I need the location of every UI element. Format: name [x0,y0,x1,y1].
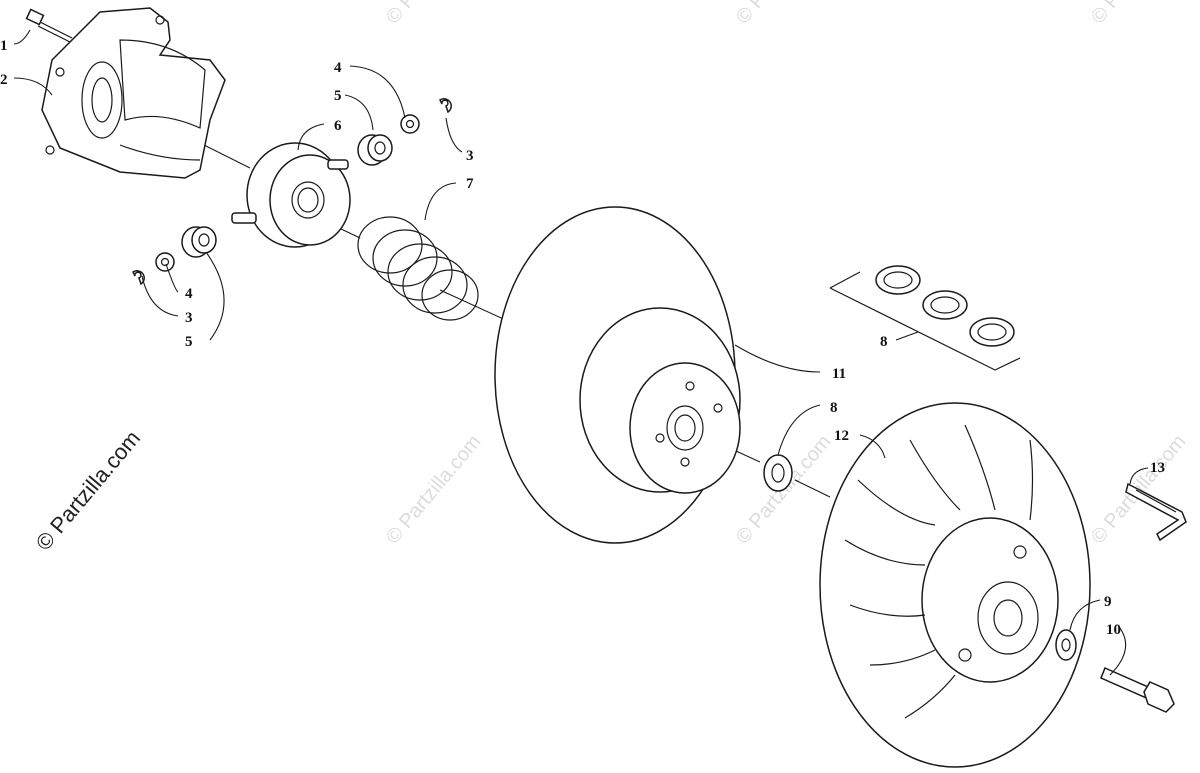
callout-8-set: 8 [880,334,888,350]
part-13-hex-key [1125,482,1187,542]
leader-lines [13,29,1149,676]
watermark: © Partzilla.com [1087,0,1190,28]
lower-roller-stack [132,226,217,286]
watermark: © Partzilla.com [382,0,485,28]
upper-roller-stack [357,98,452,166]
part-2-cover [41,7,226,179]
callout-5-lower: 5 [185,334,193,350]
callout-1: 1 [0,38,8,54]
part-8-shim [763,454,793,492]
part-9-washer [1055,629,1077,661]
callout-4-lower: 4 [185,286,193,302]
part-10-bolt [1100,667,1175,713]
callout-10: 10 [1106,622,1121,638]
part-1-screw [25,8,73,43]
part-8-shim-set [829,265,1021,371]
callout-8-single: 8 [830,400,838,416]
callout-2: 2 [0,72,8,88]
callout-5-upper: 5 [334,88,342,104]
watermark: © Partzilla.com [382,431,485,548]
callouts: 1 2 4 5 6 3 7 4 3 5 8 11 8 12 13 9 10 [0,38,1165,638]
part-7-spring [357,216,479,321]
part-11-sheave [494,206,741,544]
callout-9: 9 [1104,594,1112,610]
part-12-fan-sheave [819,402,1091,768]
callout-12: 12 [834,428,849,444]
callout-13: 13 [1150,460,1165,476]
callout-11: 11 [832,366,846,382]
callout-3-upper: 3 [466,148,474,164]
callout-7: 7 [466,176,474,192]
callout-6: 6 [334,118,342,134]
watermark: © Partzilla.com [732,0,835,28]
callout-4-upper: 4 [334,60,342,76]
copyright-label: © Partzilla.com [31,426,145,556]
callout-3-lower: 3 [185,310,193,326]
part-6-roller-housing [231,142,351,248]
